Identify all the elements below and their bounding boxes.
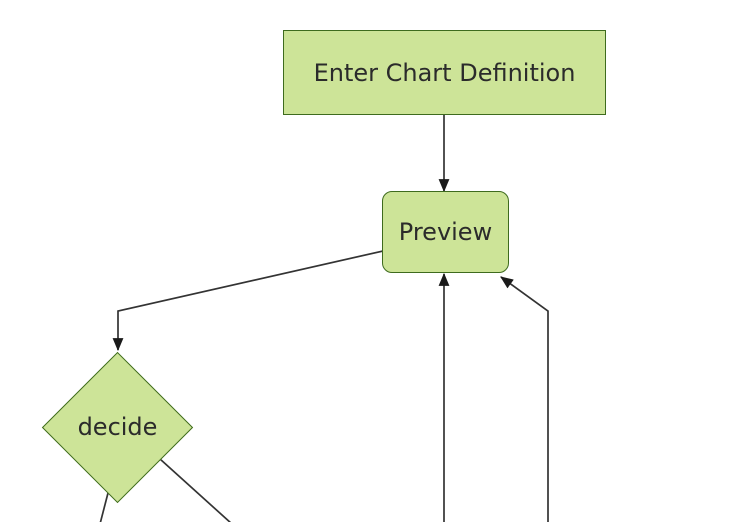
edge-return-to-preview-corner [500,276,549,522]
node-enter-chart-definition-label: Enter Chart Definition [313,58,576,87]
node-enter-chart-definition: Enter Chart Definition [283,30,606,115]
edge-decide-to-offscreen-right [159,458,232,522]
node-preview-label: Preview [398,218,493,246]
edge-preview-to-decide [112,250,384,352]
edge-decide-to-offscreen-left [99,492,109,522]
node-preview: Preview [382,191,509,273]
